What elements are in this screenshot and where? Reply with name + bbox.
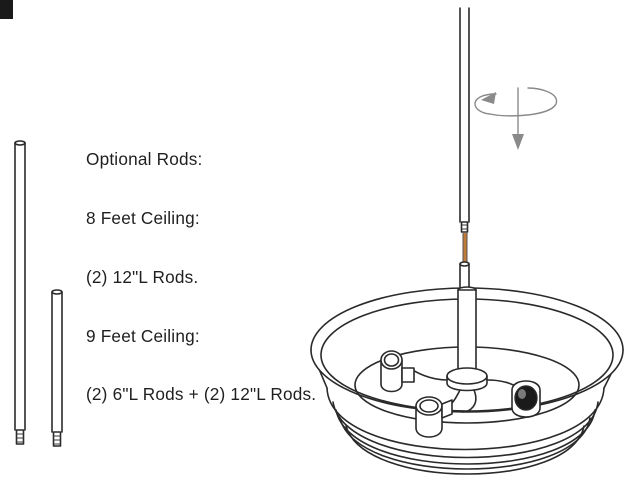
socket-right xyxy=(511,380,541,418)
socket-front xyxy=(415,396,453,438)
optional-rods-note: Optional Rods: 8 Feet Ceiling: (2) 12"L … xyxy=(86,111,316,425)
socket-left xyxy=(380,350,415,393)
note-line-8ft-rods: (2) 12"L Rods. xyxy=(86,266,199,287)
short-rod xyxy=(51,289,63,447)
center-post xyxy=(446,261,488,392)
downrod xyxy=(459,7,470,233)
rotate-arrow-icon xyxy=(474,87,558,117)
corner-marker xyxy=(0,0,13,19)
down-arrow-icon xyxy=(512,87,524,150)
note-line-9ft: 9 Feet Ceiling: xyxy=(86,325,200,346)
note-line-9ft-rods: (2) 6"L Rods + (2) 12"L Rods. xyxy=(86,384,317,405)
note-line-8ft: 8 Feet Ceiling: xyxy=(86,207,200,228)
note-heading: Optional Rods: xyxy=(86,149,203,170)
long-rod xyxy=(14,140,26,445)
wire xyxy=(462,233,468,262)
